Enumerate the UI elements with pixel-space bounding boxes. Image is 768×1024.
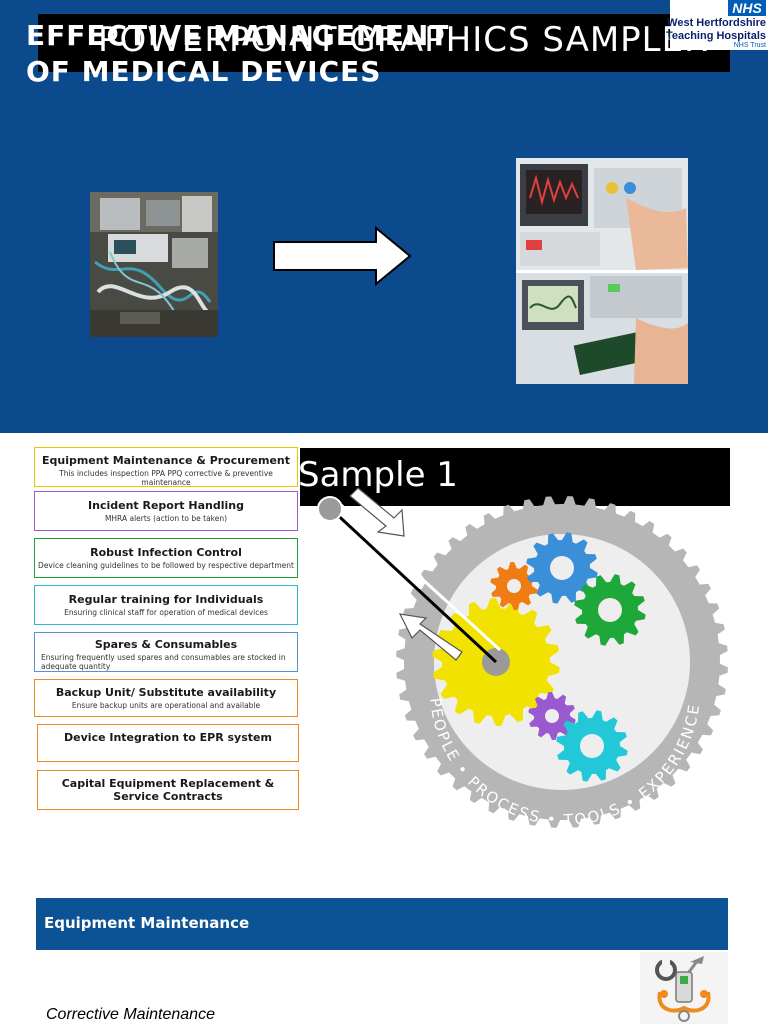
item-title-4: Regular training for Individuals [68,593,264,606]
item-title-7: Device Integration to EPR system [64,731,272,744]
item-sub-2: MHRA alerts (action to be taken) [104,514,228,523]
item-box-8: Capital Equipment Replacement & Service … [37,770,299,810]
item-title-5: Spares & Consumables [94,638,238,651]
slide-title-line-2: OF MEDICAL DEVICES [26,55,382,88]
slide-2: Sample 1 Equipment Maintenance & Procure… [0,433,768,853]
item-title-6: Backup Unit/ Substitute availability [55,686,277,699]
item-title-8: Capital Equipment Replacement & Service … [61,777,275,803]
maintenance-tools-icon [640,952,728,1024]
big-grey-gear [396,496,728,828]
logo-line-2: Teaching Hospitals [665,30,766,42]
equipment-maintenance-header: Equipment Maintenance [36,898,728,950]
slide-title-line-1: EFFECTIVE MANAGEMENT [26,19,450,52]
item-sub-3: Device cleaning guidelines to be followe… [38,561,294,570]
gears-graphic: PEOPLE • PROCESS • TOOLS • EXPERIENCE [317,487,728,829]
item-sub-6: Ensure backup units are operational and … [71,701,261,710]
slide-1: POWERPOINT GRAPHICS SAMPLER EFFECTIVE MA… [0,0,768,433]
item-box-4: Regular training for Individuals Ensurin… [34,585,298,625]
item-box-5: Spares & Consumables Ensuring frequently… [34,632,298,672]
item-sub-5: Ensuring frequently used spares and cons… [41,653,286,671]
logo-line-1: West Hertfordshire [667,17,766,29]
arrow-right-icon [273,226,412,286]
background-title: POWERPOINT GRAPHICS SAMPLER [98,20,709,60]
sample-title-bar [300,448,730,506]
item-box-6: Backup Unit/ Substitute availability Ens… [34,679,298,717]
item-box-7: Device Integration to EPR system [37,724,299,762]
item-sub-4: Ensuring clinical staff for operation of… [64,608,268,617]
blue-gear [526,532,598,604]
item-title-2: Incident Report Handling [88,499,244,512]
corrective-maintenance-heading: Corrective Maintenance [46,1006,215,1023]
item-box-2: Incident Report Handling MHRA alerts (ac… [34,491,298,531]
sample-title: Sample 1 [298,455,458,495]
slide-title: EFFECTIVE MANAGEMENT OF MEDICAL DEVICES [26,18,449,90]
item-sub-1: This includes inspection PPA PPQ correct… [59,469,273,487]
nhs-trust-logo: NHS West Hertfordshire Teaching Hospital… [666,0,768,50]
arrow-icon [349,487,463,661]
item-box-1: Equipment Maintenance & Procurement This… [34,447,298,487]
title-bar [38,14,730,72]
purple-gear [528,692,576,740]
nhs-mark: NHS [728,0,766,16]
lever-connector [317,496,502,664]
orange-gear [490,562,538,610]
cyan-gear [556,710,628,782]
item-title-1: Equipment Maintenance & Procurement [41,454,290,467]
green-gear [574,574,646,646]
modern-lab-photo [516,158,688,384]
item-box-3: Robust Infection Control Device cleaning… [34,538,298,578]
section-title: Equipment Maintenance [44,914,250,932]
old-equipment-photo [90,192,218,337]
item-title-3: Robust Infection Control [90,546,242,559]
logo-line-3: NHS Trust [733,42,766,49]
